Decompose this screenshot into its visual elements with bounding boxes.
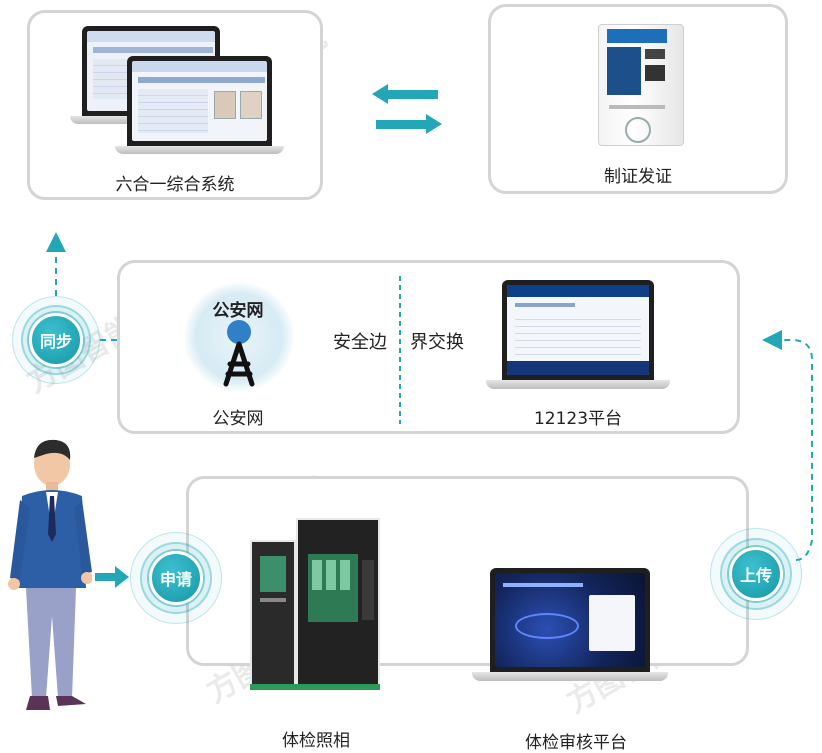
- bidirectional-arrow-icon: [372, 84, 442, 134]
- police-net-label: 公安网: [212, 409, 264, 429]
- arrow-right-icon: [95, 566, 129, 588]
- photo-kiosk-machine: [250, 518, 380, 690]
- card-issue-label: 制证发证: [604, 167, 672, 187]
- laptop-12123-base: [486, 380, 670, 389]
- person-figure: [8, 439, 92, 710]
- platform-12123-label: 12123平台: [533, 409, 623, 429]
- border-exchange-right-label: 界交换: [410, 332, 464, 353]
- apply-label: 申请: [159, 570, 192, 589]
- laptop-front-base: [115, 146, 284, 154]
- laptop-review: [490, 568, 650, 672]
- police-net-badge-label: 公安网: [212, 301, 264, 321]
- upload-circle: 上传: [729, 547, 783, 601]
- sync-label: 同步: [39, 332, 72, 351]
- exchange-divider: [399, 276, 401, 424]
- border-exchange-left-label: 安全边: [333, 332, 387, 353]
- laptop-review-base: [472, 672, 668, 681]
- card-issue-kiosk: [598, 24, 684, 146]
- sync-circle: 同步: [29, 313, 83, 367]
- laptop-12123: [502, 280, 654, 380]
- laptop-front: [127, 56, 272, 146]
- upload-label: 上传: [739, 566, 772, 585]
- apply-circle: 申请: [149, 551, 203, 605]
- antenna-tower-icon: [223, 320, 255, 387]
- six-in-one-label: 六合一综合系统: [115, 175, 235, 195]
